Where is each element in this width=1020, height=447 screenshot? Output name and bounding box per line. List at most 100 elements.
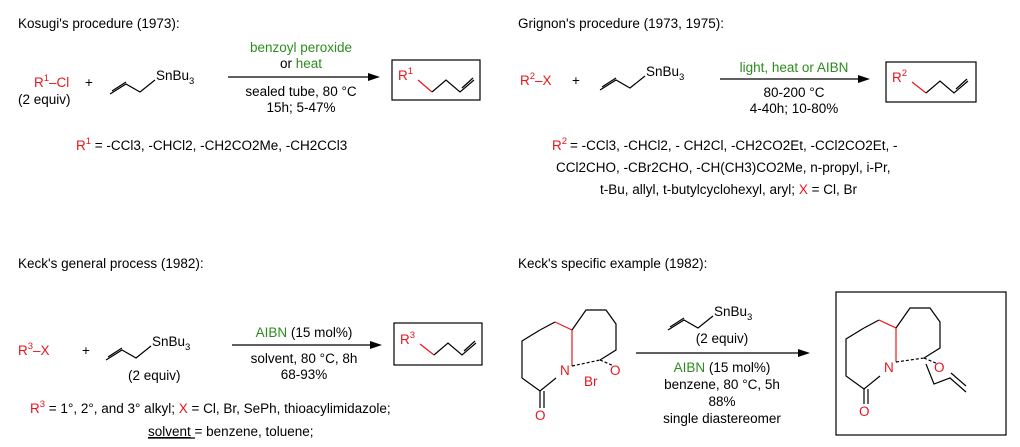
keck-general-stannane-equiv: (2 equiv) [128, 368, 181, 383]
keck-general-solvent-line: solvent = benzene, toluene; [148, 424, 314, 439]
grignon-allyl-double-bond [601, 77, 617, 88]
grignon-def-r: R [552, 138, 562, 153]
grignon-stannane-sub: 3 [679, 72, 684, 83]
substrate-atom-br: Br [584, 374, 598, 389]
svg-text:R3: R3 [400, 330, 415, 347]
grignon-product-r: R [892, 70, 902, 85]
keck-general-product-sup: 3 [410, 330, 415, 341]
kosugi-plus: + [85, 75, 93, 90]
kosugi-product-allyl [431, 79, 475, 93]
keck-general-cond-top-a: AIBN [256, 325, 288, 340]
keck-specific-product-box [835, 291, 1007, 436]
kosugi-product-r: R [398, 68, 408, 83]
kosugi-cond-bottom1: sealed tube, 80 °C [245, 84, 356, 99]
product-bond-top [863, 319, 880, 329]
keck-general-solvent-word: solvent [148, 424, 191, 439]
substrate-lactam-ring [521, 329, 557, 392]
grignon-cond-bottom1: 80-200 °C [764, 85, 825, 100]
kosugi-panel: Kosugi's procedure (1973): R1–Cl (2 equi… [18, 16, 481, 153]
svg-text:R1: R1 [398, 66, 413, 83]
kosugi-cond-top1: benzoyl peroxide [250, 40, 352, 55]
grignon-def-line2: CCl2CHO, -CBr2CHO, -CH(CH3)CO2Me, n-prop… [556, 160, 891, 175]
keck-specific-cond-aibn-a: AIBN [674, 360, 706, 375]
keck-general-reactant-x: –X [33, 343, 50, 358]
kosugi-def-r: R [76, 138, 86, 153]
keck-general-def-sup: 3 [40, 399, 45, 410]
keck-general-def-r: R [30, 401, 40, 416]
grignon-def-line3-b: X [799, 182, 808, 197]
kosugi-stannane: SnBu [156, 68, 189, 83]
grignon-cond-bottom2: 4-40h; 10-80% [750, 101, 839, 116]
product-bridge-dashed [895, 357, 925, 363]
keck-general-product-r: R [400, 332, 410, 347]
kosugi-title: Kosugi's procedure (1973): [18, 16, 180, 31]
substrate-atom-n: N [560, 363, 570, 378]
kosugi-product-double-bond [461, 77, 474, 89]
product-atom-o: O [934, 360, 945, 375]
grignon-product-sup: 2 [902, 68, 907, 79]
kosugi-cond-top2-b: heat [296, 56, 323, 71]
keck-general-reactant-sup: 3 [28, 341, 33, 352]
grignon-product-r-bond [911, 81, 927, 94]
keck-specific-allyl-double-bond [669, 317, 685, 328]
keck-specific-cond-equiv: (2 equiv) [696, 331, 749, 346]
svg-text:R2–X: R2–X [520, 71, 552, 88]
substrate-bridge-dashed [571, 359, 601, 367]
keck-general-plus: + [82, 343, 90, 358]
keck-specific-stannane: SnBu [714, 304, 747, 319]
grignon-stannane: SnBu [646, 64, 679, 79]
keck-general-title: Keck's general process (1982): [18, 256, 204, 271]
grignon-def-line3-c: = Cl, Br [808, 182, 858, 197]
svg-text:AIBN (15 mol%): AIBN (15 mol%) [256, 325, 353, 340]
grignon-arrow-head [858, 75, 870, 83]
grignon-def-line1: = -CCl3, -CHCl2, - CH2Cl, -CH2CO2Et, -CC… [570, 138, 897, 153]
keck-specific-panel: Keck's specific example (1982): N O Br O… [518, 256, 1007, 436]
grignon-allyl-stannane-bond [599, 75, 646, 91]
keck-specific-arrow-head [798, 349, 810, 357]
keck-general-allyl-double-bond [107, 347, 123, 358]
keck-general-def-text-b: = Cl, Br, SePh, thioacylimidazole; [188, 401, 391, 416]
keck-product-structure: N O O [845, 307, 967, 419]
substrate-bond-top [539, 321, 556, 331]
keck-general-solvent-text: = benzene, toluene; [191, 424, 314, 439]
grignon-reactant-x: –X [535, 73, 552, 88]
keck-general-stannane-sub: 3 [185, 342, 190, 353]
keck-general-allyl-bond [105, 345, 152, 361]
substrate-o-dashed [599, 359, 615, 367]
keck-general-reactant-r: R [18, 343, 28, 358]
keck-specific-cond-yield: 88% [708, 394, 735, 409]
product-allyl-double [950, 372, 967, 387]
keck-general-product-double-bond [463, 340, 476, 352]
grignon-reactant-sup: 2 [530, 71, 535, 82]
substrate-atom-carbonyl-o: O [535, 408, 546, 423]
keck-substrate-structure: N O Br O [521, 309, 621, 423]
keck-specific-cond-dr: single diastereomer [663, 411, 781, 426]
svg-text:light, heat or AIBN: light, heat or AIBN [740, 60, 849, 75]
product-lactam-ring [845, 327, 881, 390]
grignon-def-line3-a: t-Bu, allyl, t-butylcyclohexyl, aryl; [600, 182, 799, 197]
svg-text:AIBN (15 mol%): AIBN (15 mol%) [674, 360, 771, 375]
keck-general-cond-bottom2: 68-93% [281, 367, 328, 382]
keck-general-definition: R3 = 1°, 2°, and 3° alkyl; X = Cl, Br, S… [30, 399, 391, 416]
grignon-def-sup: 2 [562, 136, 567, 147]
product-cyclohexane [895, 307, 941, 359]
kosugi-def-sup: 1 [86, 136, 91, 147]
kosugi-reactant-equiv: (2 equiv) [18, 92, 71, 107]
keck-specific-cond-solvent: benzene, 80 °C, 5h [664, 377, 780, 392]
svg-text:SnBu3: SnBu3 [646, 64, 684, 83]
keck-specific-title: Keck's specific example (1982): [518, 256, 707, 271]
grignon-title: Grignon's procedure (1973, 1975): [518, 16, 724, 31]
keck-general-cond-bottom1: solvent, 80 °C, 8h [251, 351, 358, 366]
grignon-product-allyl [925, 80, 969, 94]
substrate-red-bond [554, 321, 573, 331]
substrate-cyclohexane [571, 309, 617, 361]
keck-specific-cond-aibn-b: (15 mol%) [705, 360, 770, 375]
kosugi-reactant-sup: 1 [44, 73, 49, 84]
kosugi-product-sup: 1 [408, 66, 413, 77]
grignon-plus: + [572, 73, 580, 88]
product-atom-n: N [884, 360, 894, 375]
keck-general-product-allyl [433, 342, 477, 356]
svg-text:R2: R2 [892, 68, 907, 85]
keck-general-stannane: SnBu [152, 334, 185, 349]
